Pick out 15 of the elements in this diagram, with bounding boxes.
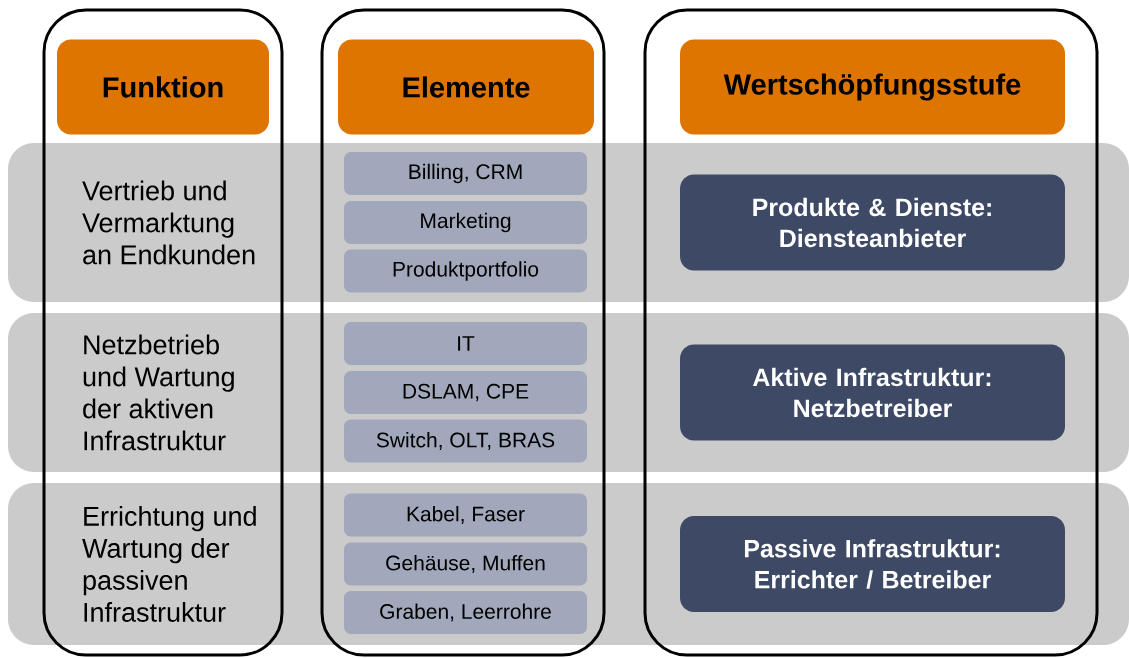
element-box: DSLAM, CPE [344,371,587,414]
element-box: Kabel, Faser [344,493,587,537]
stage-box: Produkte & Dienste: Diensteanbieter [680,174,1065,271]
element-box: Produktportfolio [344,249,587,293]
header-box: Elemente [338,39,594,135]
element-box: Billing, CRM [344,152,587,195]
stage-box: Passive Infrastruktur: Errichter / Betreiber [680,516,1065,612]
element-box: Graben, Leerrohre [344,591,587,634]
element-box: Marketing [344,201,587,244]
header-box: Wertschöpfungsstufe [680,39,1065,135]
header-box: Funktion [57,39,269,135]
element-box: Switch, OLT, BRAS [344,419,587,463]
element-box: Gehäuse, Muffen [344,542,587,586]
element-box: IT [344,322,587,365]
stage-box: Aktive Infrastruktur: Netzbetreiber [680,344,1065,441]
